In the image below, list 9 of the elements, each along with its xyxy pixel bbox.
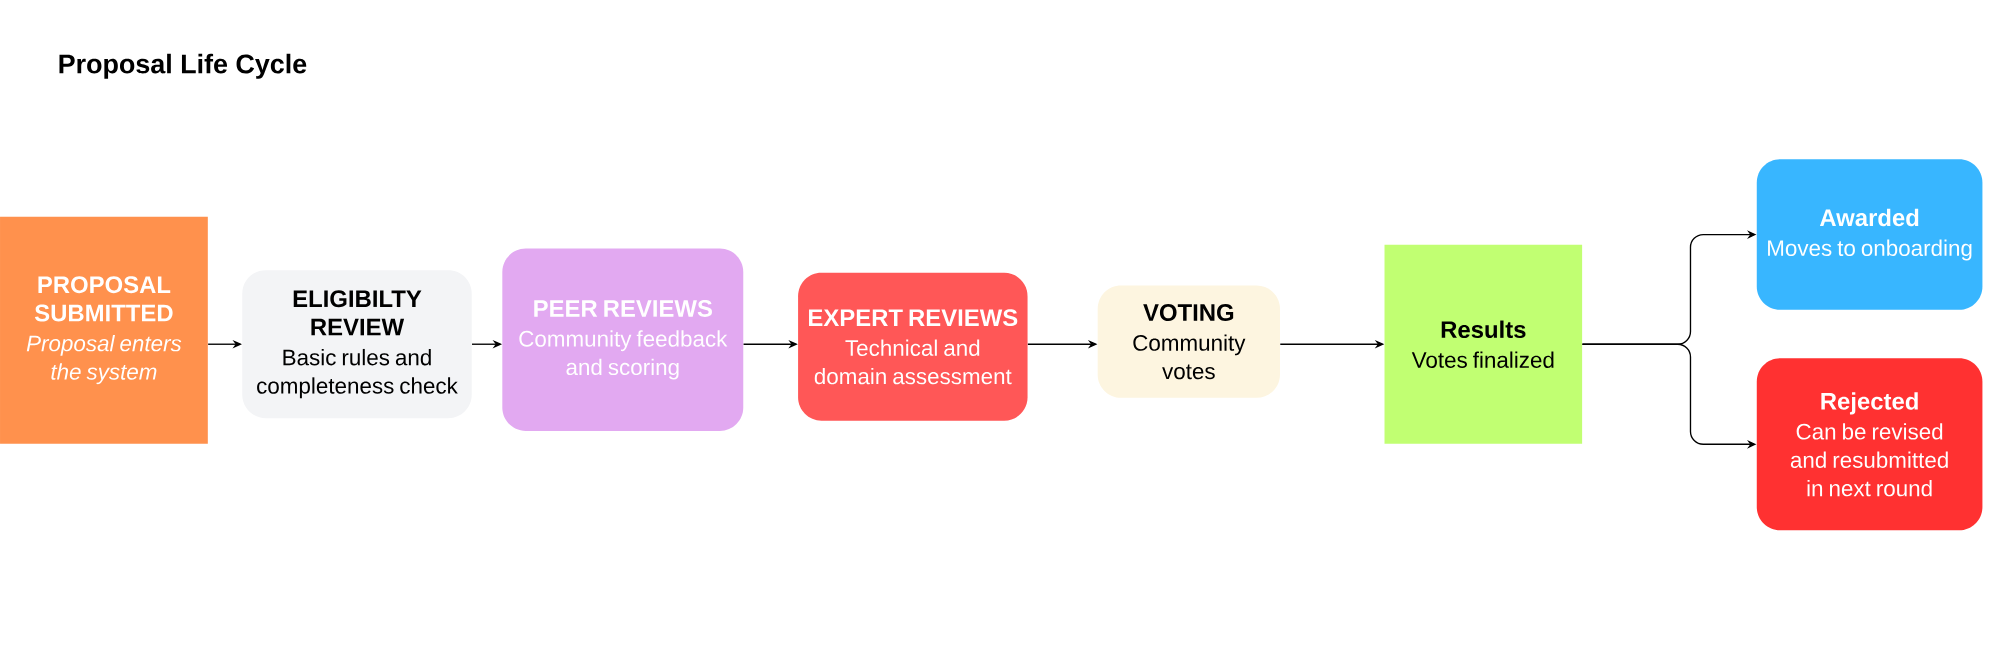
process-box: EXPERT REVIEWS Technical and domain assessment (798, 272, 1028, 421)
process-box: PROPOSAL SUBMITTED Proposal enters the system (0, 216, 208, 444)
process-box: PEER REVIEWS Community feedback and scoring (502, 248, 744, 432)
process-box: ELIGIBILTY REVIEW Basic rules and completeness check (242, 270, 472, 419)
process-box: Results Votes finalized (1384, 244, 1583, 444)
process-box: Awarded Moves to onboarding (1756, 159, 1983, 310)
process-box: Rejected Can be revised and resubmitted in next round (1756, 358, 1983, 531)
process-box: VOTING Community votes (1097, 285, 1280, 398)
title: Proposal Life Cycle (59, 53, 307, 79)
